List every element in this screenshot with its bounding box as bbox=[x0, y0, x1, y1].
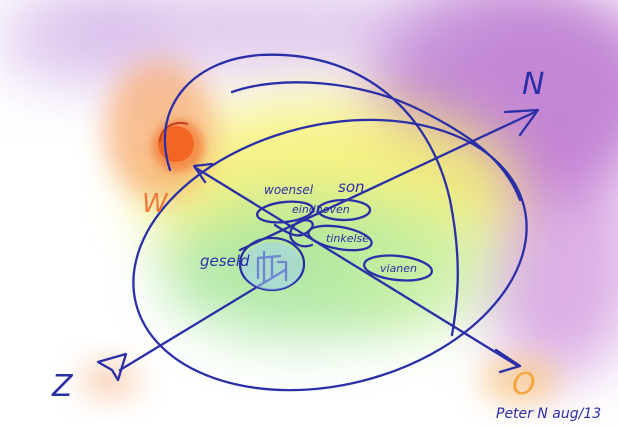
west-arrowhead bbox=[192, 162, 214, 184]
sun-path-arc bbox=[163, 53, 459, 337]
loop-son bbox=[316, 198, 372, 222]
north-axis bbox=[238, 110, 537, 252]
south-arrowhead bbox=[96, 352, 128, 382]
label-geseld: geseld bbox=[200, 252, 250, 270]
north-arrowhead bbox=[503, 108, 540, 137]
label-son: son bbox=[338, 178, 365, 196]
sun-disc bbox=[152, 120, 204, 172]
label-eindhoven: eindhoven bbox=[292, 203, 350, 216]
south-label: Z bbox=[51, 369, 74, 404]
horizon-ellipse bbox=[132, 118, 528, 392]
label-tinkelse: tinkelse bbox=[326, 232, 369, 245]
label-vianen: vianen bbox=[380, 262, 417, 275]
north-label: N bbox=[522, 67, 544, 102]
west-east-axis bbox=[194, 166, 520, 368]
upper-arc bbox=[230, 81, 522, 202]
east-arrowhead bbox=[494, 348, 522, 374]
label-woensel: woensel bbox=[264, 183, 314, 197]
loop-woensel bbox=[255, 200, 315, 224]
east-label: O bbox=[512, 367, 536, 402]
artist-signature: Peter N aug/13 bbox=[496, 406, 601, 422]
geseld-wash bbox=[242, 242, 302, 290]
west-label: W bbox=[142, 189, 169, 219]
center-knot bbox=[273, 219, 314, 248]
loop-vianen bbox=[363, 254, 433, 282]
